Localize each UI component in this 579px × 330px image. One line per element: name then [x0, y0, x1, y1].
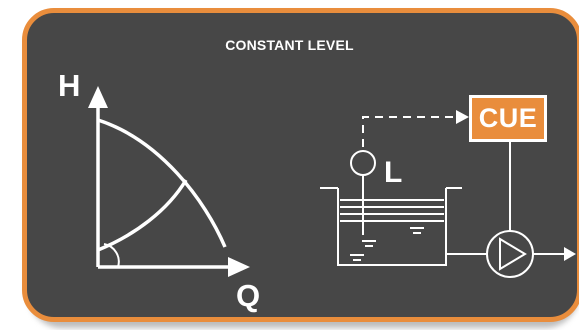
angle-arc — [103, 243, 120, 268]
diagram-title: CONSTANT LEVEL — [225, 37, 354, 53]
tank-icon — [337, 188, 447, 266]
outlet-arrow-icon — [564, 247, 576, 261]
cue-controller-box: CUE — [469, 95, 547, 142]
level-sensor-label: L — [384, 156, 403, 189]
pump-curve — [97, 118, 227, 248]
pump-curve-chart — [88, 86, 250, 277]
system-curve — [97, 179, 188, 252]
level-sensor-icon — [350, 150, 376, 176]
signal-arrow-icon — [456, 110, 469, 124]
level-control-schematic — [320, 110, 576, 278]
pump-triangle — [499, 237, 527, 271]
q-axis-label: Q — [236, 278, 261, 313]
signal-line — [362, 116, 458, 147]
diagram-panel — [22, 8, 579, 322]
q-axis-arrow — [228, 257, 250, 277]
h-axis-label: H — [58, 68, 81, 103]
h-axis-arrow — [88, 86, 108, 108]
